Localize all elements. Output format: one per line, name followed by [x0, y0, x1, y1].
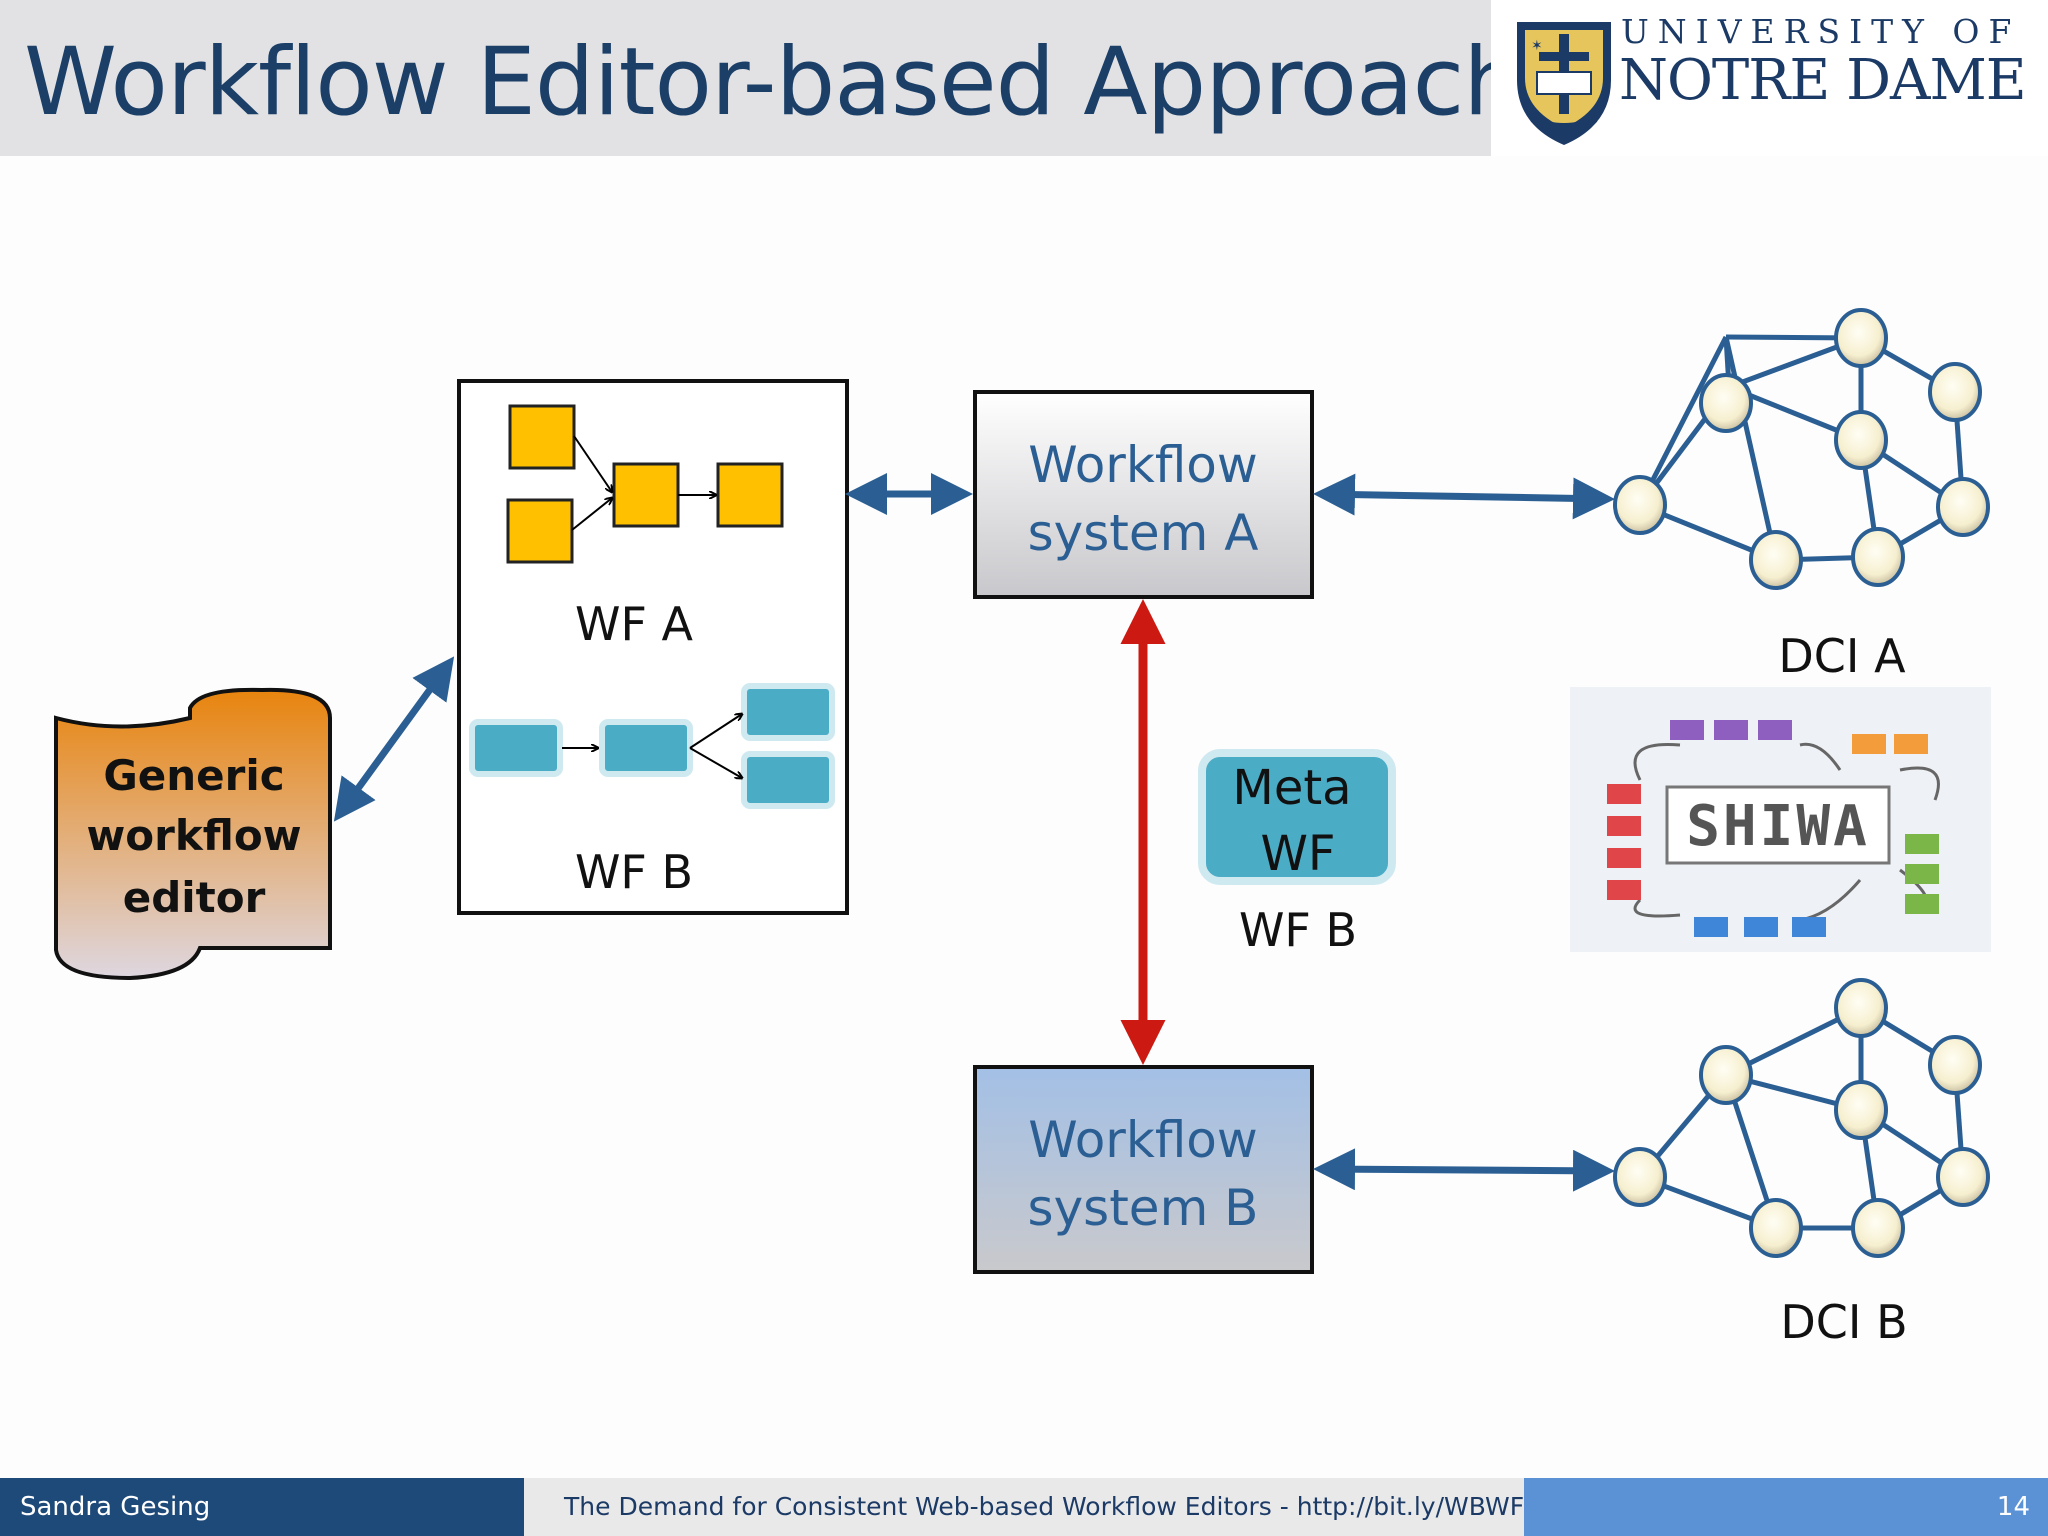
dci-b-node	[1928, 1035, 1982, 1095]
dci-b-node	[1834, 1080, 1888, 1140]
dci-b-label: DCI B	[1780, 1295, 1907, 1349]
dci-b-node	[1699, 1045, 1753, 1105]
wf-b-node	[741, 751, 835, 809]
footer-talk-title: The Demand for Consistent Web-based Work…	[524, 1478, 1540, 1536]
dci-b-node	[1936, 1147, 1990, 1207]
dci-b-nodes	[1613, 978, 1990, 1258]
shiwa-wordmark: SHIWA	[1686, 794, 1870, 859]
wf-b-node	[469, 719, 563, 777]
dci-a-nodes	[1613, 308, 1990, 590]
wf-a-node	[506, 498, 574, 564]
logo-line-notre-dame: NOTRE DAME	[1619, 48, 2027, 113]
editor-label-line-3: editor	[123, 873, 266, 922]
wf-a-node	[716, 462, 784, 528]
wf-a-node	[508, 404, 576, 470]
system-a-to-dci-a-arrow	[1313, 473, 1615, 520]
workflow-system-a: Workflow system A	[973, 390, 1314, 599]
dci-a-node	[1834, 308, 1888, 368]
wf-b-label: WF B	[575, 845, 693, 899]
dci-a-label: DCI A	[1778, 629, 1906, 683]
editor-label-line-1: Generic	[103, 751, 284, 800]
meta-wf: Meta WF WF B	[1198, 749, 1396, 957]
shiwa-logo: SHIWA	[1570, 687, 1991, 952]
footer-page-number: 14	[1524, 1478, 2048, 1536]
wf-a-node	[612, 462, 680, 528]
dci-b-node	[1613, 1147, 1667, 1207]
wf-b-node	[741, 683, 835, 741]
dci-b-node	[1834, 978, 1888, 1038]
svg-text:✶: ✶	[1531, 38, 1543, 54]
wf-a-label: WF A	[575, 597, 694, 651]
meta-wf-label-line-2: WF	[1260, 826, 1335, 882]
workflows-panel: WF A WF B	[457, 379, 849, 915]
workflow-system-b: Workflow system B	[973, 1065, 1314, 1274]
logo-line-university: UNIVERSITY OF	[1621, 12, 2021, 51]
dci-a-network	[1637, 334, 1966, 563]
dci-a-node	[1851, 527, 1905, 587]
dci-a-node	[1613, 475, 1667, 535]
editor-label-line-2: workflow	[86, 811, 301, 860]
workflow-diagram: Generic workflow editor WF A WF B Workfl…	[54, 308, 1991, 1349]
notre-dame-logo: ✶ UNIVERSITY OF NOTRE DAME	[1491, 0, 2048, 156]
editor-to-workflows-arrow	[333, 656, 455, 822]
system-b-label-line-1: Workflow	[1028, 1111, 1258, 1169]
dci-a-node	[1928, 362, 1982, 422]
dci-a-node	[1834, 410, 1888, 470]
title-bar: Workflow Editor-based Approach	[0, 0, 1523, 156]
dci-a-node	[1749, 530, 1803, 590]
wf-b-node	[599, 719, 693, 777]
dci-b-node	[1749, 1198, 1803, 1258]
slide-title: Workflow Editor-based Approach	[24, 28, 1523, 137]
footer-author: Sandra Gesing	[0, 1478, 524, 1536]
system-b-to-dci-b-arrow	[1313, 1148, 1615, 1192]
dci-b-network	[1638, 1005, 1966, 1231]
dci-b-node	[1851, 1198, 1905, 1258]
dci-a-node	[1699, 373, 1753, 433]
slide-footer: Sandra Gesing The Demand for Consistent …	[0, 1478, 2048, 1536]
generic-workflow-editor: Generic workflow editor	[54, 687, 332, 981]
dci-a-node	[1936, 477, 1990, 537]
shield-icon: ✶	[1517, 22, 1611, 145]
meta-wf-label-line-1: Meta	[1232, 760, 1351, 816]
system-a-label-line-1: Workflow	[1028, 436, 1258, 494]
system-b-label-line-2: system B	[1028, 1179, 1259, 1237]
system-a-label-line-2: system A	[1028, 504, 1259, 562]
meta-wf-caption: WF B	[1239, 903, 1357, 957]
